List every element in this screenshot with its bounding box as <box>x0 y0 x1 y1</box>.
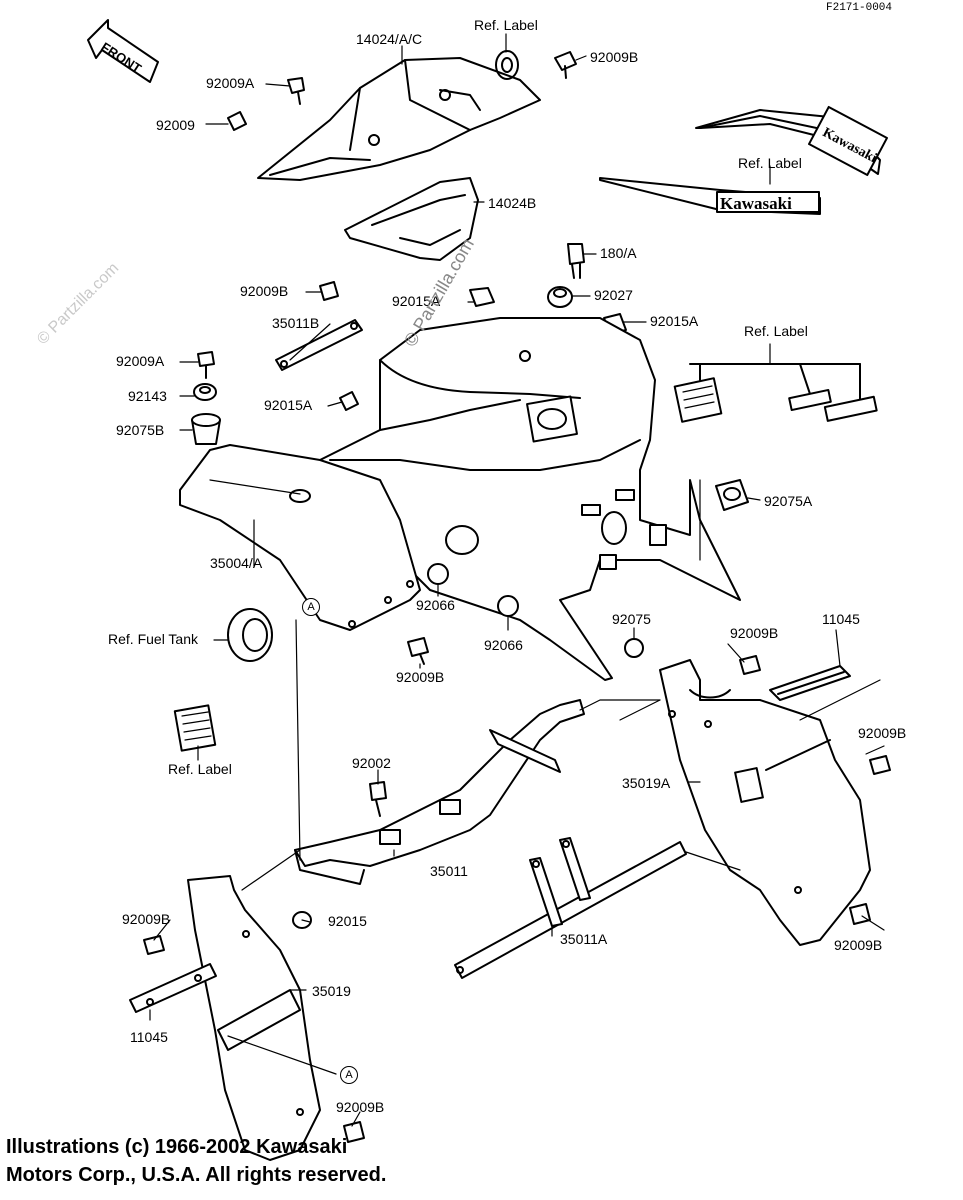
leader-lines <box>149 33 885 1127</box>
copyright-line-1: Illustrations (c) 1966-2002 Kawasaki <box>6 1136 348 1158</box>
decal-upper <box>695 105 888 177</box>
clip-92015A-mid-icon <box>469 287 495 307</box>
label-ref-label-top: Ref. Label <box>474 17 538 33</box>
label-92015A-mid: 92015A <box>392 293 441 309</box>
ref-label-left-decal <box>173 704 217 752</box>
ref-fuel-tank-ring <box>227 608 273 662</box>
ref-label-right-decals <box>673 363 878 423</box>
label-35011: 35011 <box>430 863 468 879</box>
part-14024AC <box>257 57 541 181</box>
part-35019A <box>659 659 871 946</box>
label-92009B-leftflap: 92009B <box>122 911 171 927</box>
part-11045-right <box>769 665 851 701</box>
label-92066-a: 92066 <box>416 597 455 613</box>
ref-marker-a-upper: A <box>302 598 320 616</box>
label-ref-fuel-tank: Ref. Fuel Tank <box>108 631 199 647</box>
label-ref-label-right: Ref. Label <box>744 323 808 339</box>
label-92002: 92002 <box>352 755 391 771</box>
label-92009B-top: 92009B <box>590 49 639 65</box>
grommet-92027-icon <box>547 286 573 308</box>
label-92015: 92015 <box>328 913 367 929</box>
part-35011A <box>454 837 687 979</box>
label-ref-label-decal: Ref. Label <box>738 155 802 171</box>
label-35019A: 35019A <box>622 775 671 791</box>
label-92009A-left: 92009A <box>116 353 165 369</box>
label-92075: 92075 <box>612 611 651 627</box>
label-11045-right: 11045 <box>822 611 860 627</box>
grommet-92066-b-icon <box>497 595 519 617</box>
bolt-92009A-top-icon <box>287 77 305 105</box>
part-14024B <box>344 177 479 261</box>
washer-92143-icon <box>193 383 217 401</box>
part-35011 <box>294 699 585 885</box>
label-14024B: 14024B <box>488 195 537 211</box>
bolt-92009B-bottomright-icon <box>849 903 871 925</box>
bolt-92009B-lower-icon <box>407 637 429 665</box>
label-35004A: 35004/A <box>210 555 263 571</box>
bolt-92009B-right-icon <box>869 755 891 775</box>
decal-lower <box>599 177 821 215</box>
label-92009B-fender: 92009B <box>730 625 779 641</box>
label-92143: 92143 <box>128 388 167 404</box>
label-92066-b: 92066 <box>484 637 523 653</box>
ref-marker-a-lower: A <box>340 1066 358 1084</box>
label-92015A-right: 92015A <box>650 313 699 329</box>
grommet-92066-a-icon <box>427 563 449 585</box>
clip-92015A-left-icon <box>339 391 359 411</box>
label-11045-left: 11045 <box>130 1029 168 1045</box>
label-92075B: 92075B <box>116 422 165 438</box>
part-35019 <box>187 875 321 1161</box>
label-14024AC: 14024/A/C <box>356 31 423 47</box>
label-92015A-left: 92015A <box>264 397 313 413</box>
bolt-92002-icon <box>369 781 387 817</box>
figure-code: F2171-0004 <box>826 2 893 14</box>
label-92009B-left: 92009B <box>240 283 289 299</box>
grommet-92075-icon <box>624 638 644 658</box>
front-arrow-icon <box>87 19 159 83</box>
label-92009B-right: 92009B <box>858 725 907 741</box>
decal-brand-lower: Kawasaki <box>720 194 792 213</box>
label-35011A: 35011A <box>560 931 608 947</box>
part-35004A <box>179 444 421 631</box>
bolt-92009B-fender-icon <box>739 655 761 675</box>
copyright-line-2: Motors Corp., U.S.A. All rights reserved… <box>6 1164 387 1186</box>
bolt-92009A-left-icon <box>197 351 215 379</box>
label-35019: 35019 <box>312 983 351 999</box>
label-92009B-lower: 92009B <box>396 669 445 685</box>
bolt-92009B-leftflap-icon <box>143 935 165 955</box>
grommet-92075B-icon <box>191 413 221 445</box>
bolt-92009B-bottom-icon <box>343 1121 365 1143</box>
bolt-180A-icon <box>567 243 585 279</box>
grommet-92075A-icon <box>715 479 749 511</box>
label-92009B-bottomright: 92009B <box>834 937 883 953</box>
label-92009B-bottom: 92009B <box>336 1099 385 1115</box>
label-92075A: 92075A <box>764 493 813 509</box>
label-35011B: 35011B <box>272 315 320 331</box>
label-180A: 180/A <box>600 245 637 261</box>
label-92027: 92027 <box>594 287 633 303</box>
part-35011B <box>275 319 363 371</box>
label-ref-label-left: Ref. Label <box>168 761 232 777</box>
bolt-92009B-top-icon <box>554 51 577 79</box>
ref-label-ring <box>495 50 519 80</box>
label-92009: 92009 <box>156 117 195 133</box>
bolt-92009B-left-icon <box>319 281 339 301</box>
part-11045-left <box>129 963 217 1013</box>
label-92009A-top: 92009A <box>206 75 255 91</box>
bolt-92009-icon <box>227 111 247 131</box>
